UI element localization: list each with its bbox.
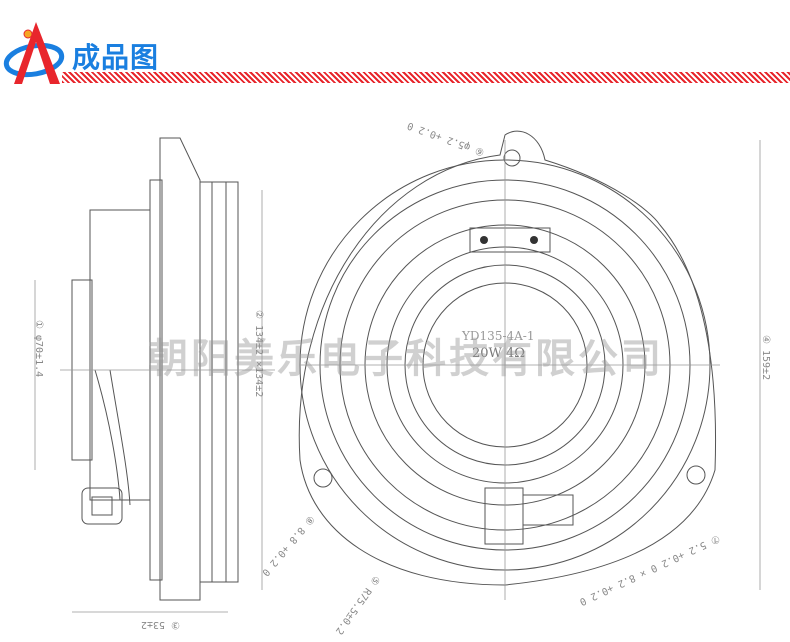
- page-title: 成品图: [72, 41, 160, 74]
- dim-d2: ② 134±2 ×134±2: [253, 310, 264, 397]
- dim-d5: ⑤ R75.5±0.2: [333, 573, 382, 636]
- dim-d4: ④ 159±2: [760, 335, 771, 380]
- company-logo-icon: [3, 22, 65, 84]
- dim-d3: ③ 53±2: [141, 619, 180, 630]
- watermark: 朝阳美乐电子科技有限公司: [148, 336, 664, 382]
- side-view: [34, 137, 275, 613]
- front-view: [298, 130, 761, 600]
- checker-divider: [62, 72, 790, 83]
- header: 成品图: [0, 20, 790, 90]
- rating-label: 20W 4Ω: [472, 346, 526, 361]
- dim-d7: ⑦ 5.2 +0.2 0 × 8.2 +0.2 0: [578, 532, 722, 607]
- dim-d8: ⑧ 8.8 +0.2 0: [259, 513, 316, 578]
- dim-d1: ① φ70±1.4: [33, 320, 44, 377]
- model-label: YD135-4A-1: [462, 329, 535, 343]
- dim-d6: ⑥ φ5.2 +0.2 0: [406, 119, 486, 157]
